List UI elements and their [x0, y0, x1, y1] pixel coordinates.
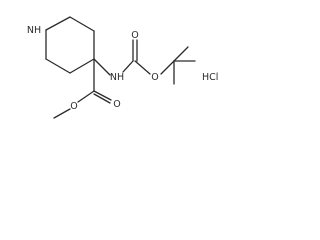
c4-n-bond [93, 58, 111, 76]
carbamate-nh-label: NH [110, 72, 124, 83]
hcl-label: HCl [202, 72, 218, 83]
carbamate-ether-o-label: O [151, 72, 158, 83]
ester-carbonyl-o-label: O [113, 99, 120, 110]
ring-nh-label: NH [27, 25, 41, 36]
piperidine-ring [45, 16, 95, 74]
carbamate-carbonyl-o-label: O [131, 30, 138, 41]
boc-group [122, 39, 196, 85]
methyl-ester-group [53, 58, 112, 119]
ester-ether-o-label: O [70, 101, 77, 112]
structure-diagram: NH NH O O O O HCl [27, 16, 218, 119]
